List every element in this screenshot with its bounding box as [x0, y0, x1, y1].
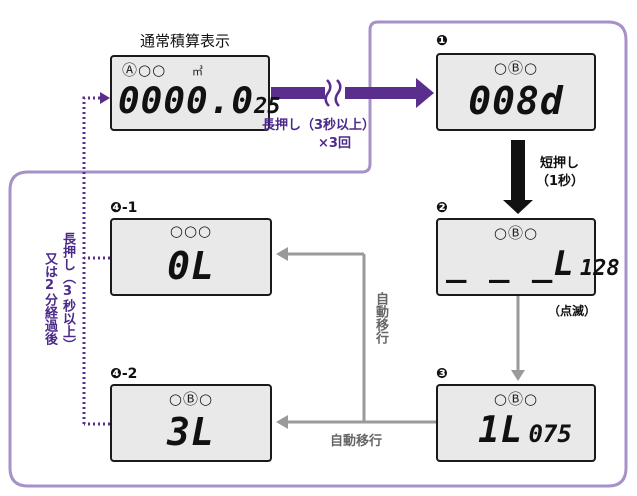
lcd-indicators: ○○○: [169, 222, 213, 240]
lcd-indicators: ○Ⓑ○: [493, 59, 539, 77]
return-condition-label-2: 又は2分経過後: [42, 252, 57, 345]
long-press-label: 長押し（3秒以上）: [262, 118, 376, 133]
return-path-arrow-head: [100, 92, 110, 104]
step4-1-marker: ❹-1: [110, 200, 138, 216]
lcd-value: 0000.025: [118, 81, 281, 122]
lcd-value-main: _ _ _L: [446, 244, 575, 284]
long-press-arrow-shaft-left: [271, 87, 325, 99]
long-press-arrow-shaft-right: [345, 87, 417, 99]
short-press-arrow-shaft: [511, 140, 525, 202]
return-condition-label-1: 長押し（3秒以上）: [60, 232, 75, 351]
lcd-indicators: ○Ⓑ○: [493, 390, 539, 408]
lcd-value-small: 25: [254, 94, 281, 119]
auto-arrow-2-to-3-head: [511, 370, 525, 381]
lcd-value-small: 075: [528, 420, 572, 448]
auto-arrow-to-4-1-head: [276, 247, 288, 261]
short-press-arrow-head: [503, 200, 533, 214]
lcd-value: 3L: [167, 410, 215, 454]
lcd-value: _ _ _L 128: [446, 244, 620, 284]
normal-display-title: 通常積算表示: [140, 32, 231, 50]
lcd-step1: ○Ⓑ○ 008d: [436, 53, 596, 131]
lcd-value: 0L: [167, 244, 215, 288]
short-press-label: 短押し: [540, 156, 580, 171]
lcd-value-main: 0000.0: [118, 81, 255, 122]
lcd-step4-2: ○Ⓑ○ 3L: [110, 384, 272, 462]
step3-marker: ❸: [436, 366, 448, 382]
lcd-step2: ○Ⓑ○ _ _ _L 128: [436, 218, 620, 296]
return-path-dotted: [82, 96, 110, 426]
blinking-note: （点滅）: [548, 304, 597, 318]
lcd-value: 1L 075: [478, 410, 572, 451]
auto-transition-label-vertical: 自動移行: [373, 292, 388, 344]
lcd-indicators: ○Ⓑ○: [168, 390, 214, 408]
lcd-indicators: Ⓐ○○: [122, 61, 167, 79]
repeat-count-label: ×3回: [318, 136, 351, 151]
short-press-duration-label: （1秒）: [536, 174, 585, 189]
step4-2-marker: ❹-2: [110, 366, 138, 382]
lcd-step4-1: ○○○ 0L: [110, 218, 272, 296]
step2-marker: ❷: [436, 200, 448, 216]
long-press-arrow-head: [416, 78, 434, 108]
lcd-indicators: ○Ⓑ○: [493, 224, 539, 242]
step1-marker: ❶: [436, 33, 448, 49]
break-mark-icon: [324, 79, 342, 107]
lcd-step3: ○Ⓑ○ 1L 075: [436, 384, 596, 462]
lcd-value-main: 1L: [478, 410, 524, 451]
lcd-normal-display: Ⓐ○○ ㎥ 0000.025: [110, 55, 281, 131]
mode-boundary-outline: [8, 20, 628, 488]
lcd-value-small: 128: [579, 256, 620, 281]
lcd-value: 008d: [468, 79, 564, 123]
auto-transition-label-horizontal: 自動移行: [330, 434, 383, 449]
unit-label: ㎥: [192, 65, 203, 78]
auto-arrow-3-to-4-2-head: [276, 415, 288, 429]
